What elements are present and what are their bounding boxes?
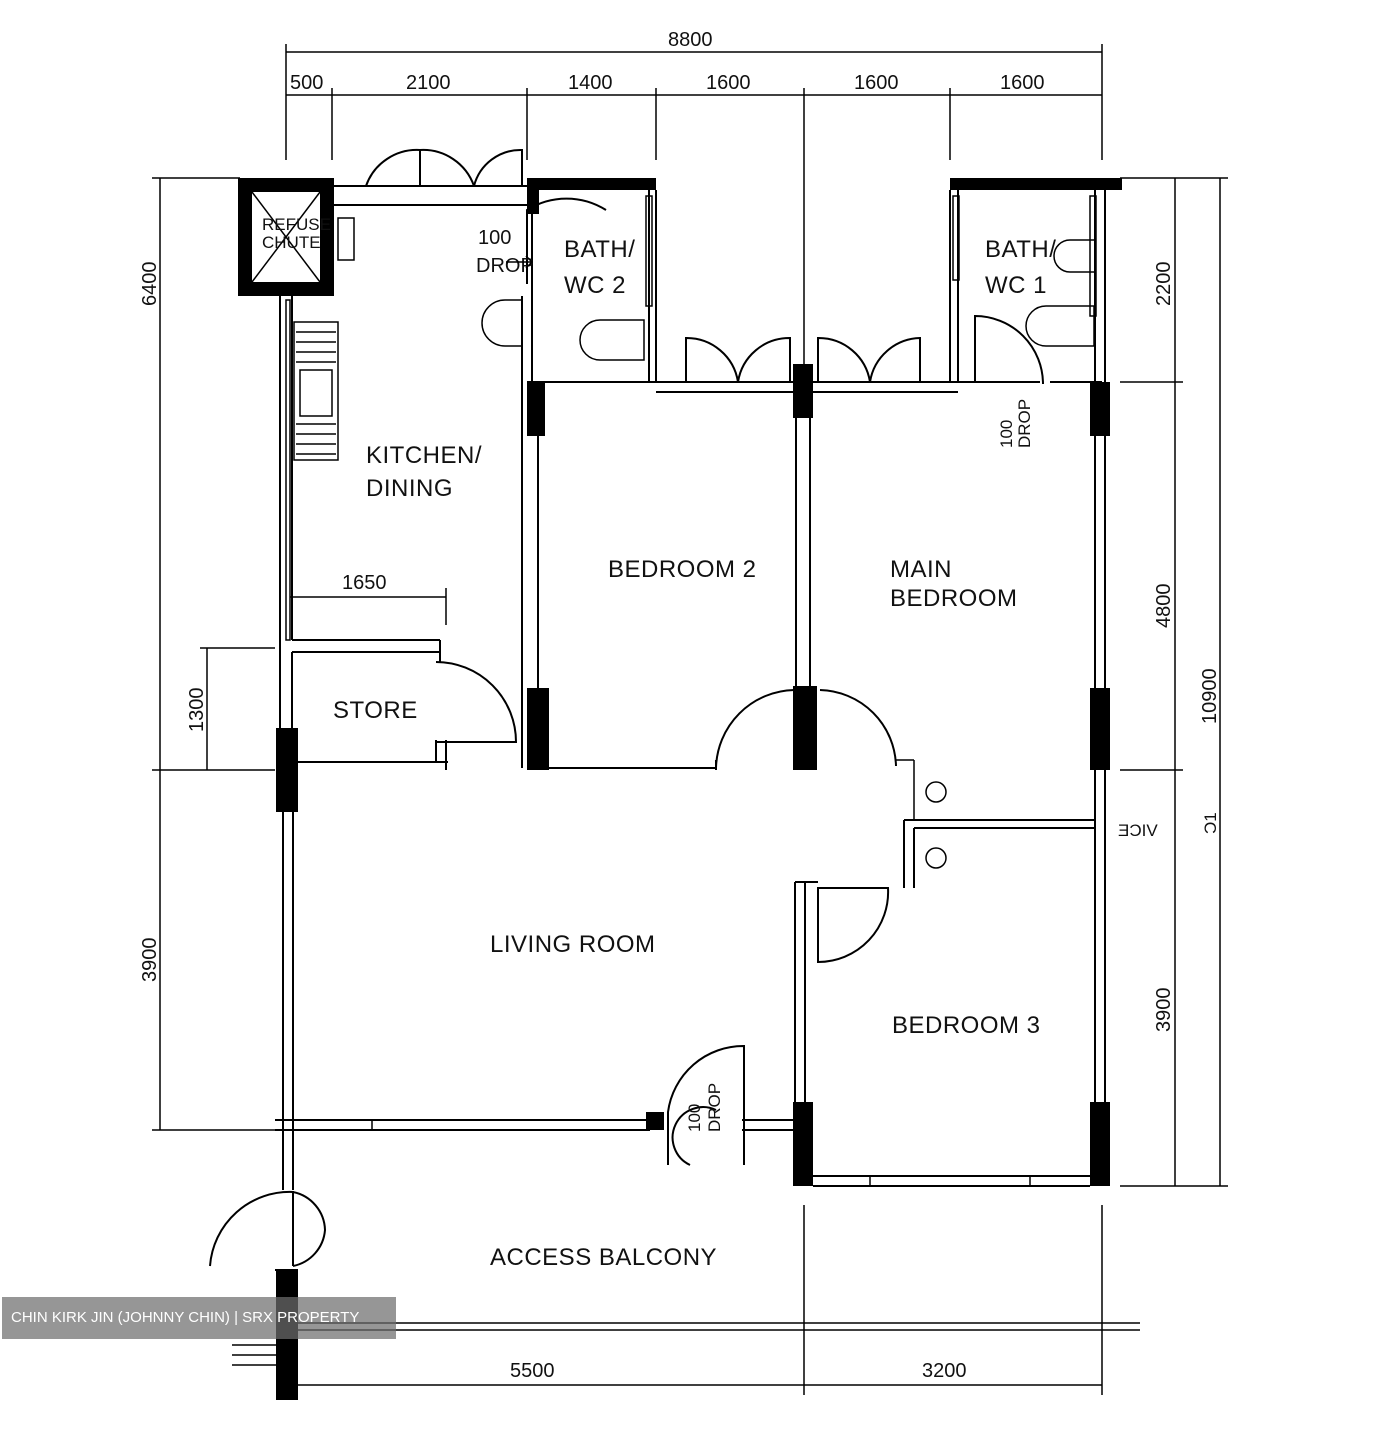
kitchen-drop-value: 100 [478, 227, 511, 249]
watermark: CHIN KIRK JIN (JOHNNY CHIN) | SRX PROPER… [2, 1297, 396, 1339]
living-room-label: LIVING ROOM [490, 931, 656, 958]
near-main-mark: ƎƆIV [1118, 821, 1158, 840]
bedroom3-label: BEDROOM 3 [892, 1012, 1041, 1039]
refuse-chute-label-line2: CHUTE [262, 233, 321, 252]
dim-right-lower: 3900 [1153, 988, 1175, 1033]
living-drop-value: 100 [685, 1104, 704, 1132]
dimension-lines [152, 44, 1228, 1395]
dim-right-main: 4800 [1153, 584, 1175, 629]
right-mark: Ɔ1 [1201, 812, 1220, 834]
dim-top-seg-6: 1600 [1000, 72, 1045, 94]
doors [209, 148, 1097, 1267]
main-bedroom-label-line2: BEDROOM [890, 585, 1018, 612]
dim-store-width: 1650 [342, 572, 387, 594]
dim-top-seg-3: 1400 [568, 72, 613, 94]
living-drop-text: DROP [705, 1083, 724, 1132]
bath-wc1-label-line1: BATH/ [985, 236, 1056, 263]
main-bath-drop-value: 100 [997, 420, 1016, 448]
dim-top-seg-2: 2100 [406, 72, 451, 94]
walls [238, 178, 1122, 1400]
dim-top-seg-5: 1600 [854, 72, 899, 94]
refuse-chute-label-line1: REFUSE [262, 215, 331, 234]
store-label: STORE [333, 697, 418, 724]
kitchen-label-line1: KITCHEN/ [366, 442, 482, 469]
room-labels: REFUSE CHUTE BATH/ WC 2 BATH/ WC 1 KITCH… [262, 215, 1056, 1271]
dimension-labels: 8800 500 2100 1400 1600 1600 1600 1650 6… [139, 29, 1221, 1382]
bath-wc2-label-line2: WC 2 [564, 272, 626, 299]
dim-right-bath: 2200 [1153, 262, 1175, 307]
misc-marks: ƎƆIV Ɔ1 [1118, 812, 1220, 840]
dim-top-seg-4: 1600 [706, 72, 751, 94]
dim-right-total: 10900 [1199, 668, 1221, 724]
dim-total-width: 8800 [668, 29, 713, 51]
bedroom2-label: BEDROOM 2 [608, 556, 757, 583]
kitchen-drop-text: DROP [476, 255, 534, 277]
main-bedroom-label-line1: MAIN [890, 556, 952, 583]
dim-bottom-right: 3200 [922, 1360, 967, 1382]
access-balcony-label: ACCESS BALCONY [490, 1244, 717, 1271]
dim-left-lower: 3900 [139, 938, 161, 983]
dim-bottom-left: 5500 [510, 1360, 555, 1382]
drop-labels: 100 DROP 100 DROP 100 DROP [476, 227, 1034, 1132]
bath-wc1-label-line2: WC 1 [985, 272, 1047, 299]
dim-left-upper: 6400 [139, 262, 161, 307]
kitchen-label-line2: DINING [366, 475, 453, 502]
dim-top-seg-1: 500 [290, 72, 323, 94]
fixtures [293, 217, 1095, 869]
dim-left-store: 1300 [186, 688, 208, 733]
bath-wc2-label-line1: BATH/ [564, 236, 635, 263]
main-bath-drop-text: DROP [1015, 399, 1034, 448]
